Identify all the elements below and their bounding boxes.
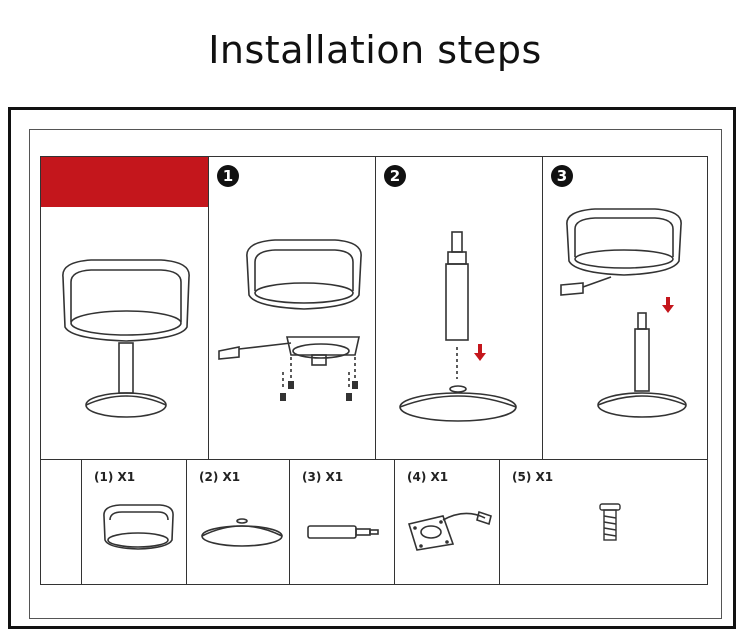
page-title: Installation steps [208, 28, 542, 72]
red-header-block [41, 157, 208, 207]
step-3-illustration [560, 208, 687, 418]
step-1-illustration [218, 239, 362, 401]
part-4-panel: (4) X1 [394, 460, 499, 584]
step-2-illustration [399, 231, 517, 422]
step-1-panel: 1 [208, 157, 375, 459]
gas-cylinder-part-illustration [307, 525, 379, 539]
step-number-badge: 3 [551, 165, 573, 187]
part-3-panel: (3) X1 [289, 460, 394, 584]
outer-frame [8, 107, 736, 629]
step-3-panel: 3 [542, 157, 709, 459]
part-label: (3) X1 [302, 470, 344, 484]
part-2-panel: (2) X1 [186, 460, 289, 584]
base-plate-part-illustration [201, 518, 283, 547]
assembled-chair-panel [41, 157, 208, 459]
step-number-badge: 2 [384, 165, 406, 187]
part-label: (2) X1 [199, 470, 241, 484]
parts-grid: (1) X1 (2) X1 (3) X1 [40, 460, 708, 585]
chair-seat-part-illustration [103, 504, 174, 550]
part-1-panel: (1) X1 [81, 460, 186, 584]
part-5-panel: (5) X1 [499, 460, 709, 584]
assembled-chair-illustration [62, 259, 190, 418]
mechanism-plate-part-illustration [407, 510, 492, 551]
step-2-panel: 2 [375, 157, 542, 459]
step-number-badge: 1 [217, 165, 239, 187]
part-label: (5) X1 [512, 470, 554, 484]
parts-spacer [41, 460, 81, 584]
screw-part-illustration [599, 503, 621, 541]
inner-frame [29, 129, 722, 619]
steps-grid: 1 [40, 156, 708, 460]
part-label: (4) X1 [407, 470, 449, 484]
part-label: (1) X1 [94, 470, 136, 484]
